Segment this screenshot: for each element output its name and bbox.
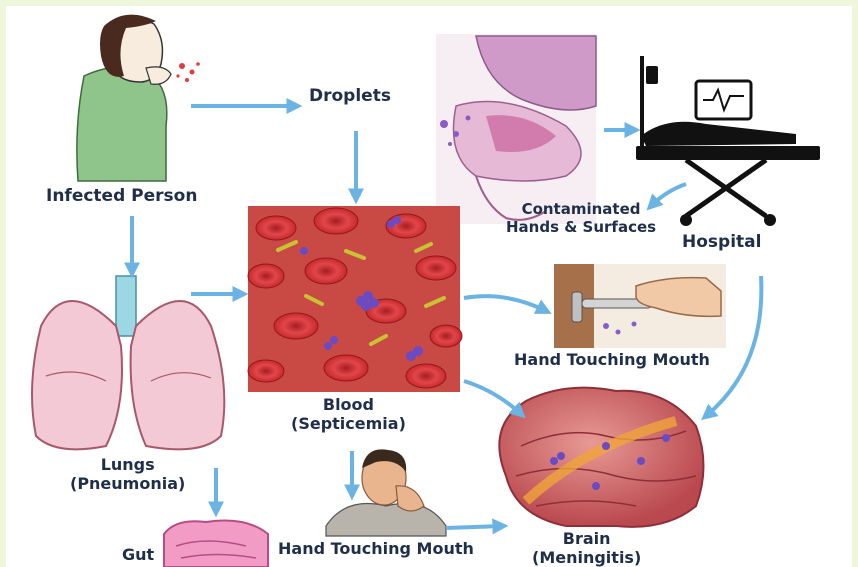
arrow-hospital-to-contaminated <box>651 184 686 206</box>
label-brain: Brain (Meningitis) <box>532 530 641 567</box>
infected-person-illustration <box>77 15 200 181</box>
label-contaminated: Contaminated Hands & Surfaces <box>506 201 656 236</box>
label-hospital: Hospital <box>682 232 761 252</box>
label-hand-touching-mouth-bottom: Hand Touching Mouth <box>278 540 474 559</box>
infection-pathway-diagram: Infected Person Droplets Contaminated Ha… <box>6 6 852 567</box>
door-handle-hand-icon <box>554 264 726 348</box>
blood-bacteria-icon <box>248 206 462 392</box>
label-contaminated-line1: Contaminated <box>506 201 656 219</box>
label-gut: Gut <box>122 546 154 565</box>
label-hand-touching-mouth-right: Hand Touching Mouth <box>514 351 710 370</box>
brain-infection-icon <box>499 388 703 527</box>
nasal-cavity-icon <box>436 34 596 224</box>
arrow-blood-to-brain <box>464 381 521 414</box>
label-infected-person: Infected Person <box>46 186 197 206</box>
label-blood-line1: Blood <box>291 396 406 415</box>
arrow-man-to-brain <box>446 526 502 528</box>
label-brain-line2: (Meningitis) <box>532 549 641 567</box>
lungs-icon <box>32 276 224 449</box>
intestine-icon <box>164 521 268 567</box>
label-lungs-line2: (Pneumonia) <box>70 475 185 494</box>
label-droplets: Droplets <box>309 86 391 106</box>
label-lungs-line1: Lungs <box>70 456 185 475</box>
label-blood: Blood (Septicemia) <box>291 396 406 434</box>
arrow-blood-to-handle <box>464 296 546 311</box>
man-coughing-icon <box>326 449 446 536</box>
label-blood-line2: (Septicemia) <box>291 415 406 434</box>
label-brain-line1: Brain <box>532 530 641 549</box>
label-lungs: Lungs (Pneumonia) <box>70 456 185 494</box>
label-contaminated-line2: Hands & Surfaces <box>506 219 656 237</box>
hospital-bed-icon <box>636 56 820 226</box>
droplet-spray-icon <box>176 62 199 82</box>
